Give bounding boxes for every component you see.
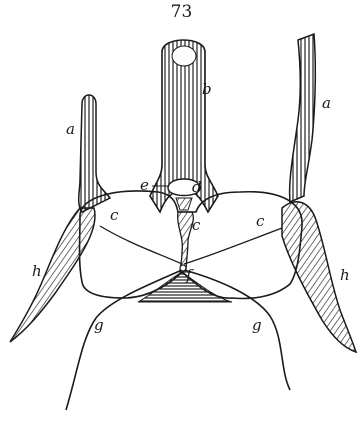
- right-shoot-a: [290, 34, 316, 202]
- label-c-left: c: [110, 208, 118, 223]
- label-e: e: [140, 178, 149, 193]
- label-c-right: c: [256, 214, 264, 229]
- label-a-left: a: [66, 122, 75, 137]
- label-a-right: a: [322, 96, 331, 111]
- label-b: b: [202, 82, 212, 97]
- label-g-right: g: [252, 318, 262, 333]
- label-g-left: g: [94, 318, 104, 333]
- label-d: d: [192, 180, 202, 195]
- label-c-center: c: [192, 218, 200, 233]
- label-h-right: h: [340, 268, 350, 283]
- label-h-left: h: [32, 264, 42, 279]
- label-f: f: [186, 268, 192, 283]
- figure-number: 73: [0, 2, 363, 22]
- left-shoot-a: [79, 95, 110, 212]
- bud-inner: [176, 198, 192, 210]
